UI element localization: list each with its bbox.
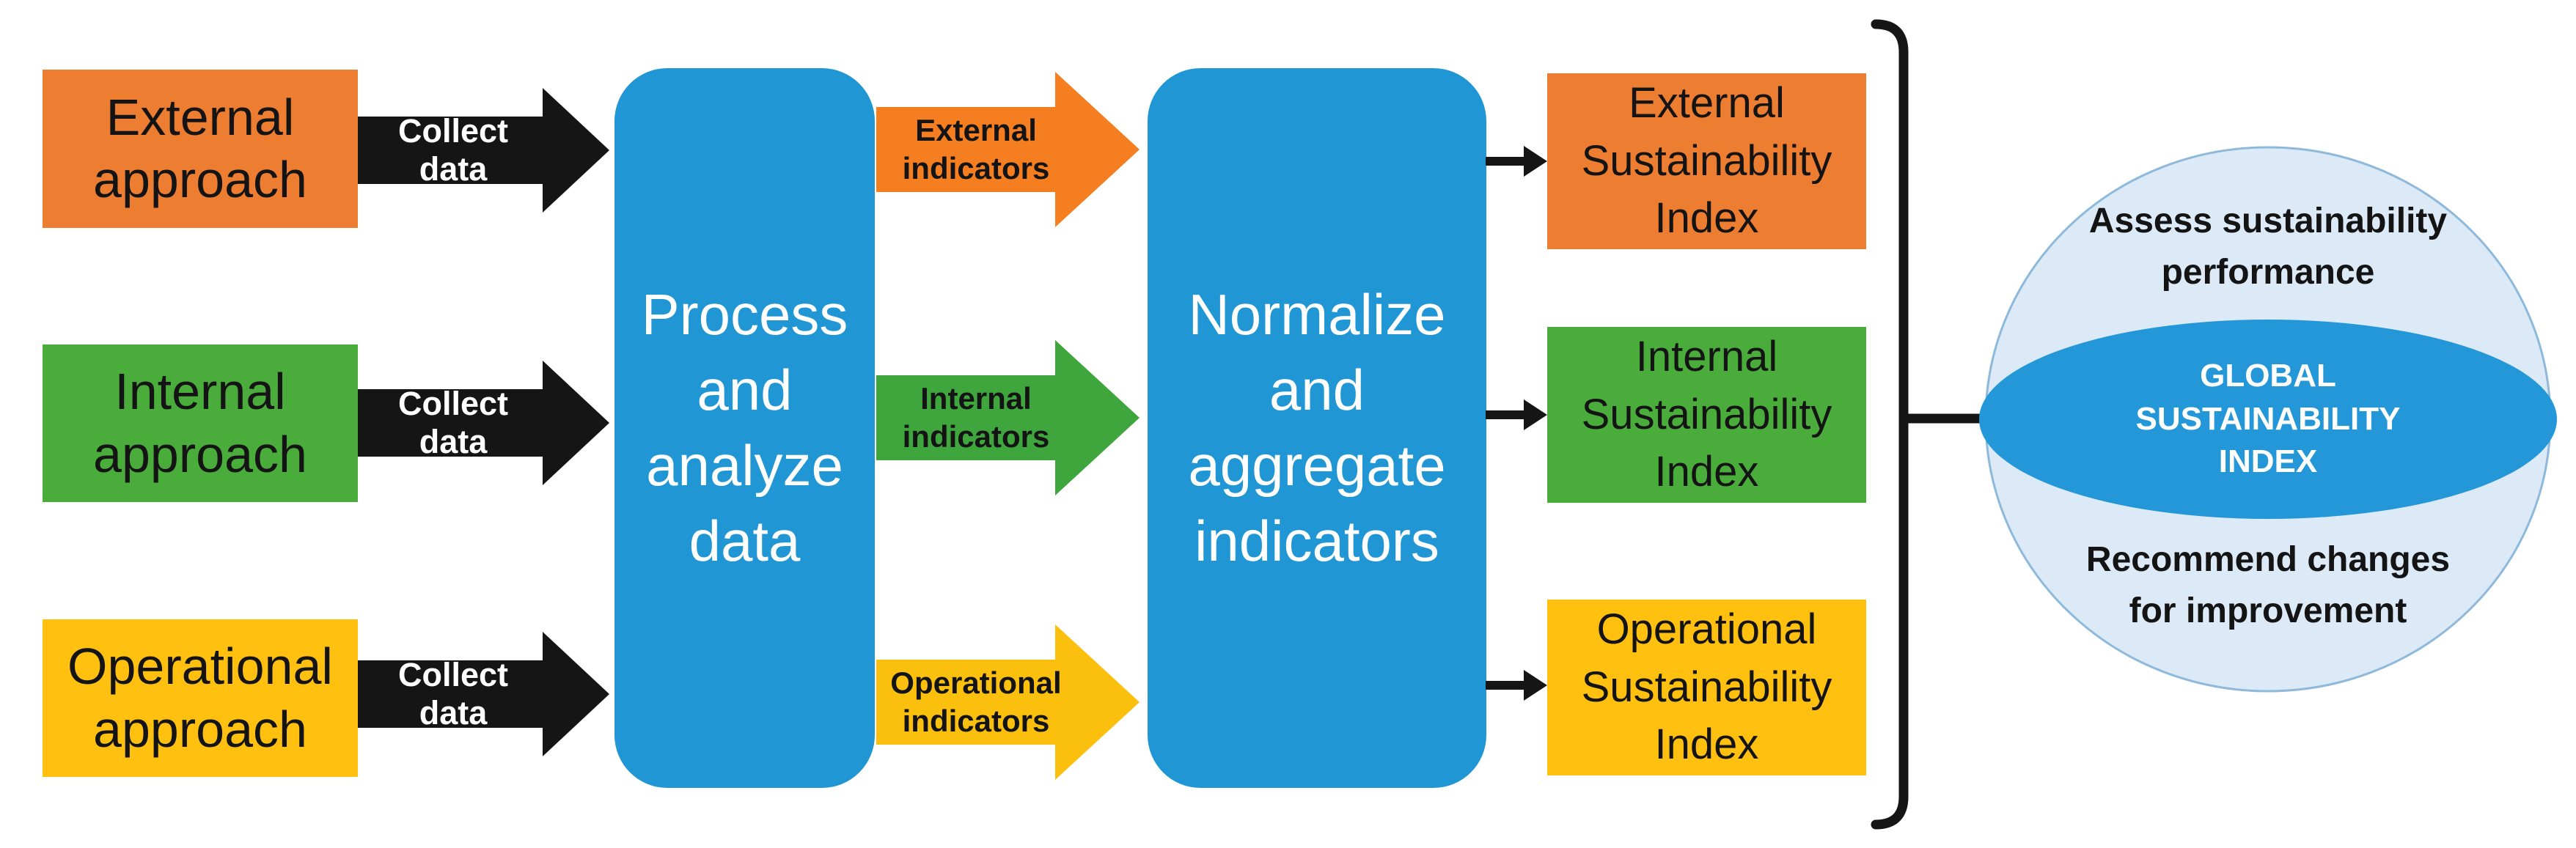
collect-data-label-2: Collect data [397,385,509,460]
collect-data-arrow-internal [358,361,609,485]
process-analyze-box: Process and analyze data [614,68,875,788]
internal-indicators-arrow [876,340,1140,495]
operational-indicators-label: Operational indicators [890,665,1062,738]
collect-data-arrow-external [358,88,609,213]
external-indicators-label: External indicators [902,112,1050,185]
global-sustainability-index-label: GLOBAL SUSTAINABILITY INDEX [2135,357,2401,480]
internal-approach-box: Internal approach [43,344,358,502]
operational-indicators-arrow [876,624,1140,780]
collect-data-label-3: Collect data [397,656,509,731]
operational-approach-box: Operational approach [43,619,358,777]
arrow-to-operational-index [1486,670,1547,701]
arrow-to-external-index [1486,146,1547,177]
internal-indicators-label: Internal indicators [902,380,1050,454]
assess-performance-label: Assess sustainability performance [2088,201,2448,292]
global-circle-graphic [1979,146,2557,693]
operational-sustainability-index-box: Operational Sustainability Index [1547,600,1866,775]
collect-data-label-1: Collect data [397,112,509,188]
recommend-changes-label: Recommend changes for improvement [2085,539,2451,630]
normalize-aggregate-box: Normalize and aggregate indicators [1148,68,1486,788]
collect-data-arrow-operational [358,632,609,756]
arrow-to-internal-index [1486,399,1547,430]
external-approach-box: External approach [43,70,358,228]
external-indicators-arrow [876,72,1140,227]
internal-sustainability-index-box: Internal Sustainability Index [1547,327,1866,503]
external-sustainability-index-box: External Sustainability Index [1547,73,1866,249]
global-sustainability-group: Assess sustainability performance GLOBAL… [1978,144,2558,695]
bracket [1871,19,1980,830]
